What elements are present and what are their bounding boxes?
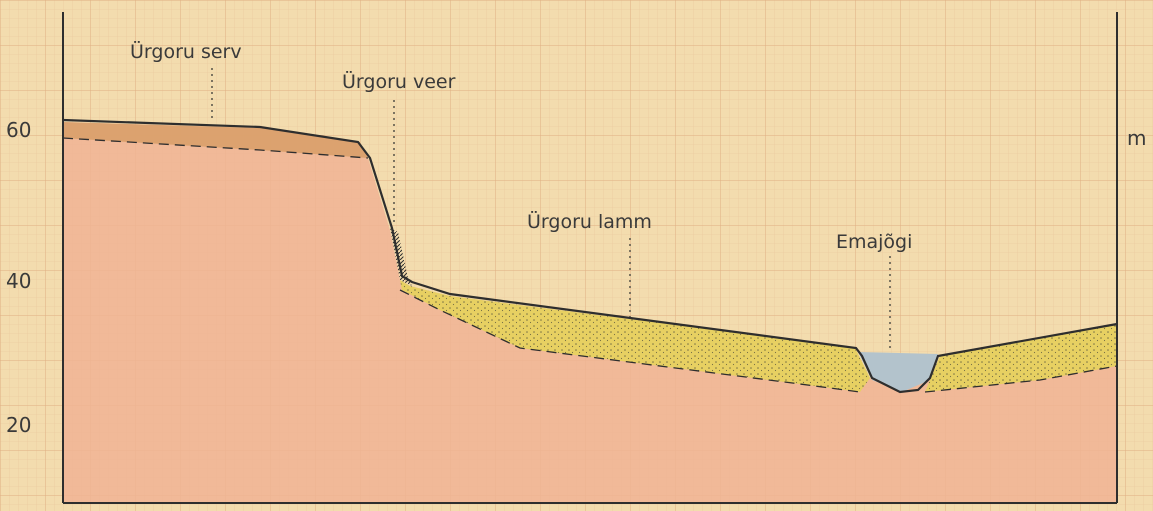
unit-label: m <box>1127 126 1146 150</box>
y-tick-label-40: 40 <box>6 269 31 293</box>
label-valley-slope: Ürgoru veer <box>342 70 456 93</box>
y-tick-label-60: 60 <box>6 118 31 142</box>
y-tick-label-20: 20 <box>6 413 31 437</box>
label-terrace-edge: Ürgoru serv <box>130 40 242 63</box>
label-river: Emajõgi <box>836 231 912 253</box>
label-valley-floor: Ürgoru lamm <box>527 210 652 233</box>
